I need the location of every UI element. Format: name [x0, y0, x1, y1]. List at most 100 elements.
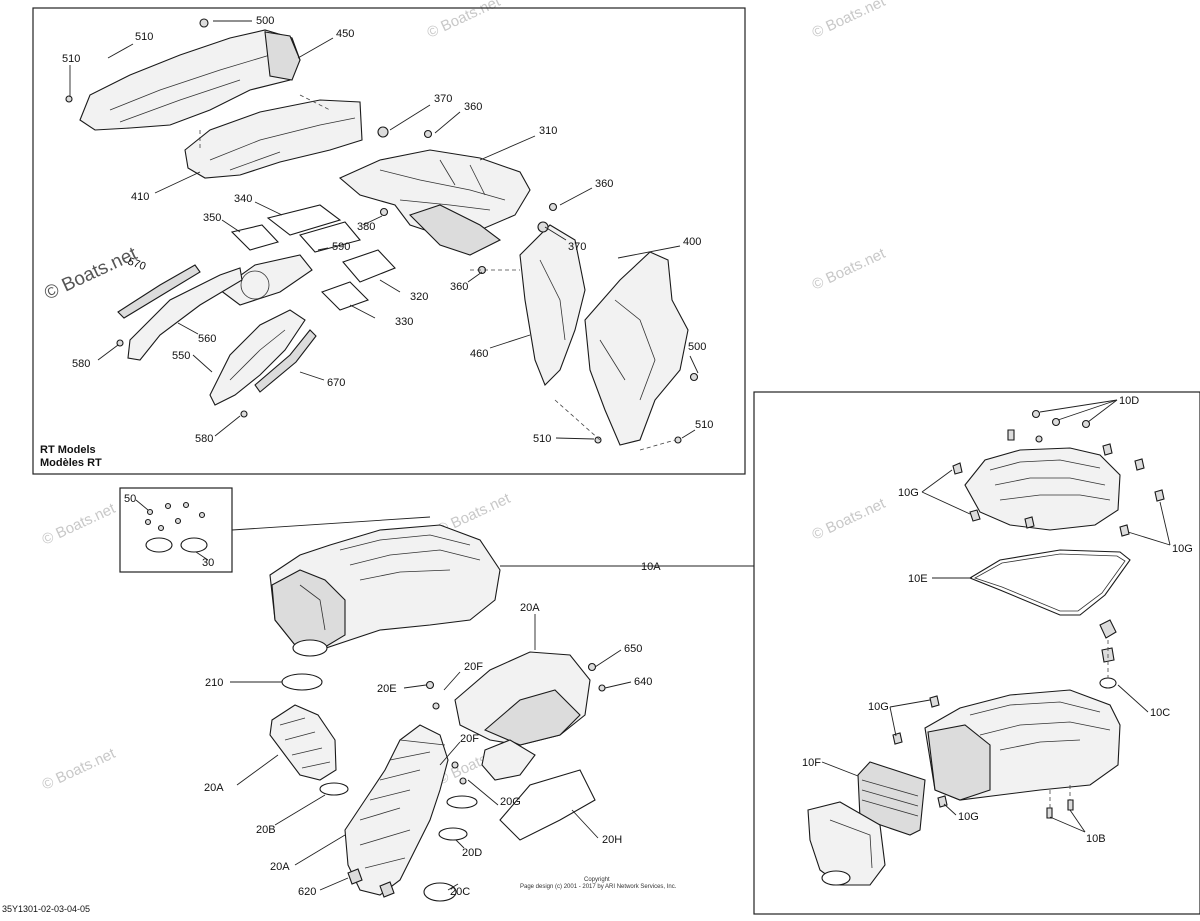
- part-20h-pad: [499, 769, 596, 841]
- part-560-bracket: [127, 267, 243, 361]
- callout-10g: 10G: [898, 487, 919, 499]
- part-20g-clamp: [446, 795, 478, 809]
- callout-670: 670: [327, 377, 345, 389]
- callout-10a: 10A: [641, 561, 661, 573]
- watermark: © Boats.net: [810, 495, 889, 544]
- part-360-screw: [423, 129, 433, 139]
- callout-580: 580: [72, 358, 90, 370]
- watermark-main: © Boats.net: [41, 243, 141, 304]
- footer: 35Y1301-02-03-04-05 Copyright Page desig…: [2, 877, 677, 914]
- part-20b-clamp: [319, 782, 349, 796]
- part-400-panel: [584, 251, 689, 446]
- small-parts-box: 50 30: [124, 493, 431, 569]
- callout-330: 330: [395, 316, 413, 328]
- leader-lines-detail: [821, 399, 1171, 833]
- callout-370: 370: [434, 93, 452, 105]
- callout-560: 560: [198, 333, 216, 345]
- callout-50: 50: [124, 493, 136, 505]
- part-510-screw-c: [594, 436, 602, 444]
- part-210-clamp: [281, 673, 323, 691]
- part-380-clip: [379, 207, 389, 217]
- callout-10c: 10C: [1150, 707, 1170, 719]
- part-340-pad: [266, 204, 342, 236]
- callout-380: 380: [357, 221, 375, 233]
- callout-20a: 20A: [270, 861, 290, 873]
- part-410-tray: [184, 99, 363, 179]
- callout-20h: 20H: [602, 834, 622, 846]
- callout-210: 210: [205, 677, 223, 689]
- callout-510: 510: [62, 53, 80, 65]
- part-360-screw-b: [548, 202, 558, 212]
- callout-580: 580: [195, 433, 213, 445]
- callout-310: 310: [539, 125, 557, 137]
- callout-340: 340: [234, 193, 252, 205]
- part-590-plate: [299, 221, 361, 253]
- callout-20d: 20D: [462, 847, 482, 859]
- callout-10g: 10G: [868, 701, 889, 713]
- part-580-screw-b: [240, 410, 248, 418]
- callout-20f: 20F: [460, 733, 479, 745]
- callout-20a: 20A: [520, 602, 540, 614]
- callout-510: 510: [533, 433, 551, 445]
- callout-320: 320: [410, 291, 428, 303]
- part-inlet-duct: [807, 801, 886, 886]
- callout-460: 460: [470, 348, 488, 360]
- part-320-pad: [342, 249, 396, 283]
- callout-20a: 20A: [204, 782, 224, 794]
- part-310-lower: [408, 204, 502, 256]
- part-350-pad: [230, 224, 280, 251]
- part-20a-duct-long: [344, 724, 449, 896]
- part-10e-gasket: [968, 549, 1131, 616]
- watermark: © Boats.net: [810, 0, 889, 42]
- rt-panel-parts: [65, 18, 699, 451]
- callout-570: 570: [126, 256, 147, 274]
- callout-500: 500: [688, 341, 706, 353]
- part-10a-cover: [964, 447, 1121, 531]
- callout-360: 360: [450, 281, 468, 293]
- part-310-bracket: [338, 149, 531, 236]
- part-460-panel: [519, 224, 586, 386]
- labels-lower: 10A 20A 210 20F 20E 650 640 20F 20A 20G …: [204, 561, 661, 898]
- part-450-end: [264, 31, 301, 81]
- callout-550: 550: [172, 350, 190, 362]
- labels-top: 500 510 510 450 370 360 310 410 340 360 …: [40, 15, 713, 469]
- callout-10d: 10D: [1119, 395, 1139, 407]
- callout-590: 590: [332, 241, 350, 253]
- callout-20g: 20G: [500, 796, 521, 808]
- part-500-screw-b: [689, 372, 699, 382]
- callout-370: 370: [568, 241, 586, 253]
- callout-450: 450: [336, 28, 354, 40]
- leader-lines-lower: [230, 565, 754, 891]
- watermark: © Boats.net: [425, 0, 504, 42]
- callout-20f: 20F: [464, 661, 483, 673]
- detail-frame-10a: [753, 391, 1200, 915]
- callout-410: 410: [131, 191, 149, 203]
- callout-10f: 10F: [802, 757, 821, 769]
- callout-650: 650: [624, 643, 642, 655]
- part-510-screw: [65, 95, 73, 103]
- callout-620: 620: [298, 886, 316, 898]
- callout-510: 510: [695, 419, 713, 431]
- rt-models-frame: [32, 7, 746, 475]
- callout-20b: 20B: [256, 824, 276, 836]
- part-20a-duct-left: [269, 704, 337, 781]
- watermark: © Boats.net: [810, 245, 889, 294]
- callout-500: 500: [256, 15, 274, 27]
- part-500-screw: [199, 18, 209, 28]
- drawing-code: 35Y1301-02-03-04-05: [2, 904, 90, 914]
- page-design-note: Page design (c) 2001 - 2017 by ARI Netwo…: [520, 884, 677, 890]
- callout-10b: 10B: [1086, 833, 1106, 845]
- part-330-pad: [320, 281, 370, 311]
- callout-400: 400: [683, 236, 701, 248]
- callout-20e: 20E: [377, 683, 397, 695]
- watermark: © Boats.net: [40, 500, 119, 549]
- callout-360: 360: [595, 178, 613, 190]
- part-570-strap: [117, 264, 201, 319]
- detail-10a-parts: [807, 409, 1165, 886]
- part-370-grommet: [377, 126, 389, 138]
- callout-640: 640: [634, 676, 652, 688]
- callout-360: 360: [464, 101, 482, 113]
- caption-rt-models: RT Models: [40, 444, 96, 456]
- part-370-grommet-b: [537, 221, 549, 233]
